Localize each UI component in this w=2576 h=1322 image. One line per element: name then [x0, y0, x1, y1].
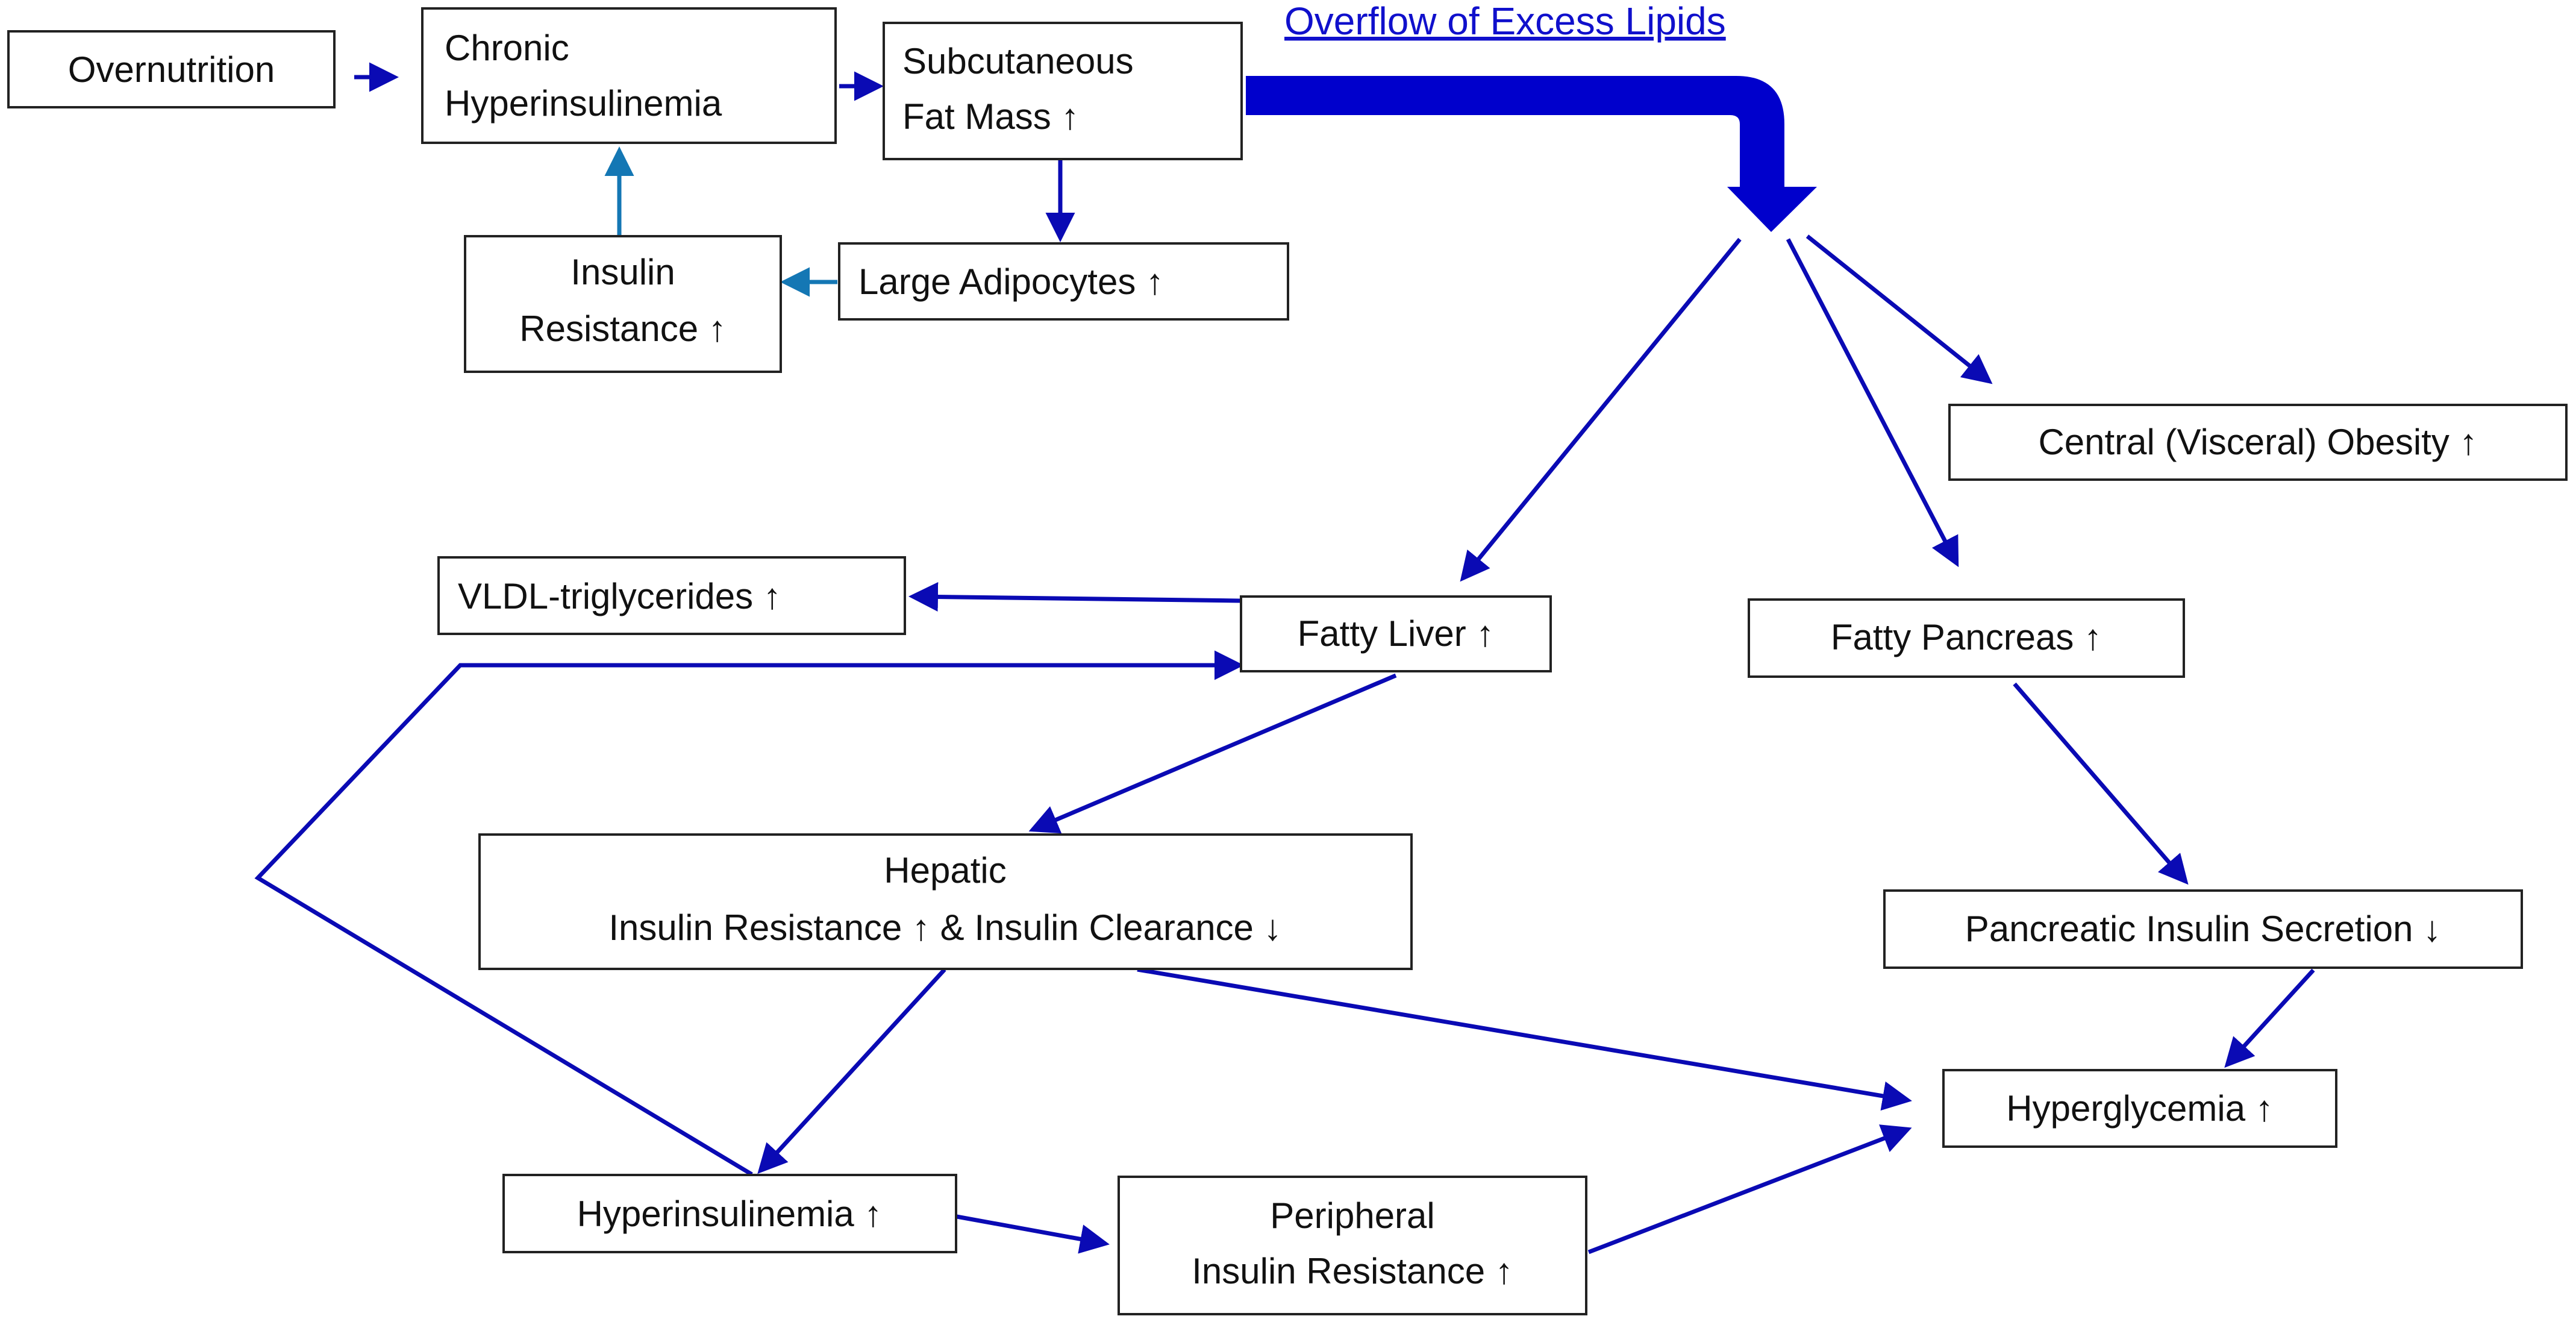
- large-adipocytes-label: Large Adipocytes ↑: [858, 262, 1164, 302]
- insulin-resistance-line-2: Resistance ↑: [519, 309, 726, 349]
- arrow-hyperinsulinemia-feedback-to-fatty-liver: [254, 650, 1244, 1177]
- peripheral-label-line-1: Peripheral: [1270, 1195, 1435, 1236]
- vldl-label: VLDL-triglycerides ↑: [458, 576, 781, 616]
- chronic-hyperinsulinemia-box: Chronic Hyperinsulinemia: [421, 7, 837, 144]
- hyperglycemia-label: Hyperglycemia ↑: [2006, 1088, 2273, 1129]
- overnutrition-label: Overnutrition: [68, 49, 275, 90]
- central-obesity-label: Central (Visceral) Obesity ↑: [2038, 422, 2477, 462]
- arrow-fatty-pancreas-to-pancreatic-secretion: [2013, 682, 2189, 885]
- fatty-liver-label: Fatty Liver ↑: [1298, 613, 1495, 654]
- fatty-pancreas-box: Fatty Pancreas ↑: [1748, 598, 2185, 678]
- arrow-overflow-to-central-obesity: [1805, 234, 1993, 384]
- pancreatic-secretion-box: Pancreatic Insulin Secretion ↓: [1883, 889, 2523, 969]
- diagram-title: Overflow of Excess Lipids: [1284, 0, 1726, 43]
- arrow-hepatic-to-hyperinsulinemia: [757, 968, 946, 1174]
- vldl-triglycerides-box: VLDL-triglycerides ↑: [437, 556, 906, 635]
- fatty-pancreas-label: Fatty Pancreas ↑: [1831, 617, 2102, 657]
- arrow-fatty-liver-to-vldl: [908, 582, 1240, 612]
- peripheral-insulin-resistance-box: Peripheral Insulin Resistance ↑: [1118, 1176, 1587, 1315]
- insulin-resistance-box: Insulin Resistance ↑: [464, 235, 782, 373]
- arrow-hepatic-to-hyperglycemia: [1137, 967, 1912, 1111]
- chronic-label-line-2: Hyperinsulinemia: [445, 83, 722, 124]
- hyperglycemia-box: Hyperglycemia ↑: [1942, 1069, 2337, 1148]
- large-adipocytes-box: Large Adipocytes ↑: [838, 242, 1289, 321]
- fatty-liver-box: Fatty Liver ↑: [1240, 595, 1552, 672]
- hepatic-label-line-1: Hepatic: [884, 850, 1006, 891]
- arrow-peripheral-to-hyperglycemia: [1587, 1124, 1912, 1255]
- hyperinsulinemia-label: Hyperinsulinemia ↑: [577, 1194, 883, 1234]
- arrow-overflow-to-fatty-liver: [1460, 237, 1742, 582]
- overnutrition-box: Overnutrition: [7, 30, 336, 108]
- arrow-fatty-liver-to-hepatic: [1028, 673, 1397, 834]
- insulin-resistance-line-1: Insulin: [571, 252, 675, 292]
- chronic-label-line-1: Chronic: [445, 28, 569, 68]
- subcutaneous-fat-box: Subcutaneous Fat Mass ↑: [883, 22, 1243, 160]
- hepatic-label-line-2: Insulin Resistance ↑ & Insulin Clearance…: [608, 907, 1281, 948]
- arrow-overflow-to-fatty-pancreas: [1786, 238, 1959, 568]
- subcut-label-line-1: Subcutaneous: [902, 41, 1134, 81]
- pancreatic-secretion-label: Pancreatic Insulin Secretion ↓: [1965, 909, 2441, 949]
- central-obesity-box: Central (Visceral) Obesity ↑: [1948, 404, 2568, 481]
- arrow-pancreatic-secretion-to-hyperglycemia: [2224, 968, 2315, 1068]
- peripheral-label-line-2: Insulin Resistance ↑: [1192, 1251, 1513, 1291]
- arrow-hyperinsulinemia-to-peripheral: [956, 1214, 1110, 1254]
- overflow-arrow: [1246, 76, 1817, 232]
- subcut-label-line-2: Fat Mass ↑: [902, 96, 1079, 137]
- hepatic-box: Hepatic Insulin Resistance ↑ & Insulin C…: [478, 833, 1413, 970]
- hyperinsulinemia-box: Hyperinsulinemia ↑: [502, 1174, 957, 1253]
